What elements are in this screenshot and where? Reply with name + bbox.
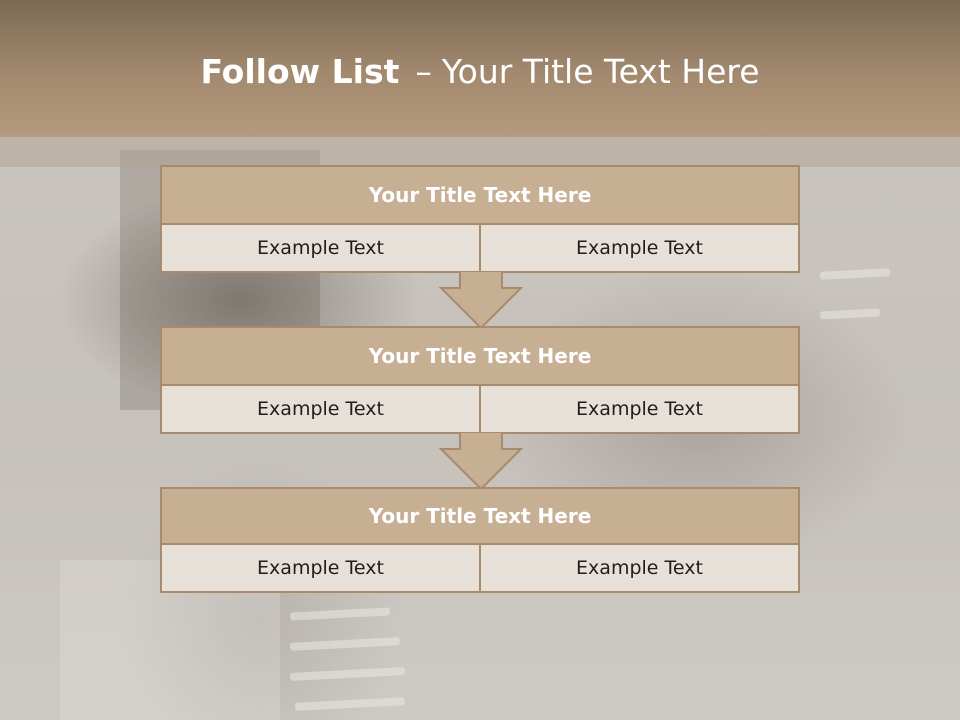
background-stripe	[289, 607, 391, 621]
step-row: Example Text Example Text	[162, 225, 798, 271]
step-cell-left: Example Text	[162, 386, 479, 432]
background-stripe	[819, 268, 891, 280]
down-arrow-icon	[439, 432, 523, 490]
down-arrow-icon	[439, 271, 523, 329]
background-stripe	[819, 308, 881, 320]
step-cell-right: Example Text	[479, 545, 798, 591]
step-cell-left: Example Text	[162, 225, 479, 271]
title-bold-text: Follow List	[200, 52, 400, 91]
step-row: Example Text Example Text	[162, 386, 798, 432]
header-band	[0, 137, 960, 167]
title-rest-text: Your Title Text Here	[441, 52, 760, 91]
step-cell-right: Example Text	[479, 225, 798, 271]
step-cell-right: Example Text	[479, 386, 798, 432]
step-title: Your Title Text Here	[162, 328, 798, 386]
step-cell-left: Example Text	[162, 545, 479, 591]
title-separator: –	[415, 52, 432, 91]
background-stripe	[294, 697, 406, 711]
step-row: Example Text Example Text	[162, 545, 798, 591]
step-title: Your Title Text Here	[162, 489, 798, 545]
header-bar	[0, 0, 960, 137]
background-stripe	[289, 666, 406, 682]
step-box-2: Your Title Text Here Example Text Exampl…	[160, 326, 800, 434]
step-title: Your Title Text Here	[162, 167, 798, 225]
slide-title: Follow List–Your Title Text Here	[0, 52, 960, 91]
step-box-1: Your Title Text Here Example Text Exampl…	[160, 165, 800, 273]
step-box-3: Your Title Text Here Example Text Exampl…	[160, 487, 800, 593]
background-stripe	[289, 637, 401, 651]
